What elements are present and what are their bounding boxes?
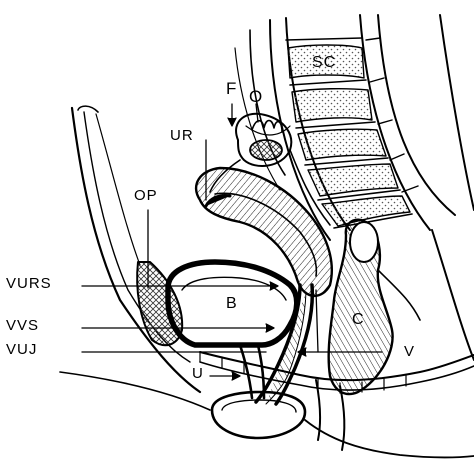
ovary-and-tube: [209, 112, 331, 226]
bladder: [165, 259, 300, 348]
label-f: F: [226, 79, 238, 98]
anterior-abdominal-wall: [70, 105, 202, 394]
uterus: [194, 166, 333, 298]
leader-lines: [81, 103, 383, 381]
label-vuj: VUJ: [6, 341, 38, 358]
label-u: U: [192, 365, 204, 382]
label-v: V: [404, 343, 416, 360]
vertebral-column: [234, 14, 456, 241]
label-op: OP: [134, 187, 158, 204]
label-c: C: [352, 311, 365, 328]
label-b: B: [226, 295, 238, 312]
label-o: O: [249, 87, 264, 106]
pelvic-floor: [199, 351, 474, 394]
label-sc: SC: [312, 54, 337, 71]
label-vvs: VVS: [6, 317, 40, 334]
perineum: [59, 371, 474, 459]
label-ur: UR: [170, 127, 194, 144]
rectum: [327, 218, 421, 396]
label-vurs: VURS: [6, 275, 52, 292]
